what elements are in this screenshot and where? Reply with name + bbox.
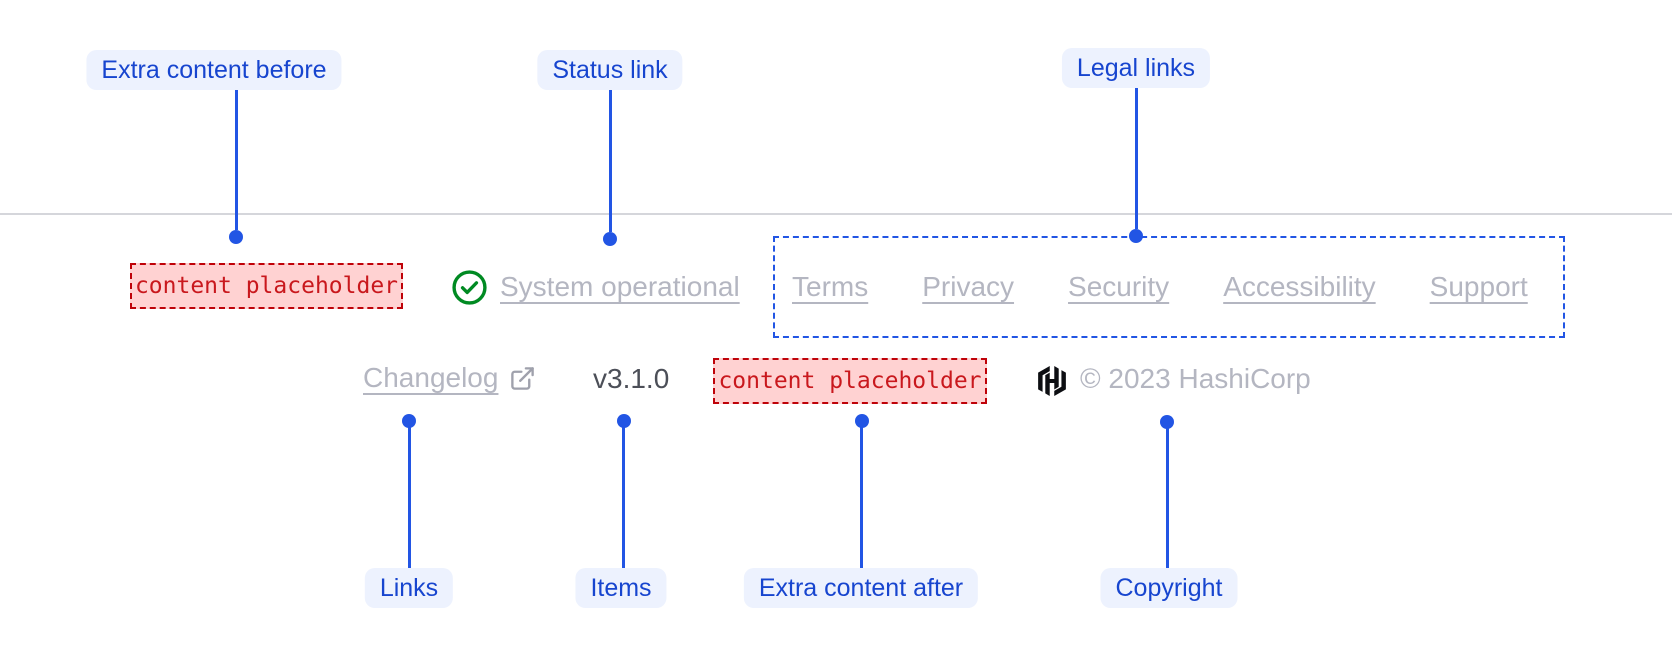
copyright-text: © 2023 HashiCorp <box>1080 363 1311 394</box>
callout-line-links <box>407 427 411 568</box>
callout-dot-extra-content-after <box>854 414 869 428</box>
placeholder-text: content placeholder <box>134 273 399 299</box>
status-link-label: System operational <box>500 271 740 302</box>
callout-line-extra-content-before <box>234 90 238 230</box>
callout-dot-links <box>402 414 416 428</box>
callout-dot-items <box>616 414 631 428</box>
placeholder-text: content placeholder <box>718 368 982 394</box>
callout-line-items <box>622 427 625 568</box>
legal-link-terms[interactable]: Terms <box>792 271 869 302</box>
hashicorp-logo <box>1038 366 1066 396</box>
external-link-icon <box>511 366 535 390</box>
callout-label-status-link: Status link <box>537 50 683 90</box>
status-link[interactable]: System operational <box>451 268 740 306</box>
legal-link-privacy[interactable]: Privacy <box>922 271 1015 302</box>
callout-dot-extra-content-before <box>229 230 243 244</box>
extra-content-after-placeholder: content placeholder <box>713 358 987 404</box>
check-circle-icon <box>452 269 487 305</box>
version-item: v3.1.0 <box>593 363 670 394</box>
changelog-link-label: Changelog <box>363 362 499 393</box>
callout-line-copyright <box>1165 428 1169 568</box>
callout-dot-legal-links <box>1129 229 1143 243</box>
legal-link-support[interactable]: Support <box>1429 271 1528 302</box>
callout-label-copyright: Copyright <box>1100 568 1238 608</box>
legal-link-accessibility[interactable]: Accessibility <box>1223 271 1376 302</box>
callout-label-legal-links: Legal links <box>1061 48 1211 88</box>
callout-line-extra-content-after <box>860 427 863 568</box>
callout-line-legal-links <box>1134 88 1138 229</box>
legal-links-group: Terms Privacy Security Accessibility Sup… <box>773 236 1565 338</box>
callout-dot-copyright <box>1160 415 1174 429</box>
callout-line-status-link <box>608 90 612 232</box>
footer-top-divider <box>0 213 1672 215</box>
callout-dot-status-link <box>603 232 617 246</box>
callout-label-extra-content-before: Extra content before <box>86 50 342 90</box>
callout-label-extra-content-after: Extra content after <box>743 568 979 608</box>
callout-label-items: Items <box>575 568 667 608</box>
changelog-link[interactable]: Changelog <box>363 362 536 394</box>
legal-link-security[interactable]: Security <box>1068 271 1170 302</box>
callout-label-links: Links <box>364 568 454 608</box>
extra-content-before-placeholder: content placeholder <box>130 263 403 309</box>
